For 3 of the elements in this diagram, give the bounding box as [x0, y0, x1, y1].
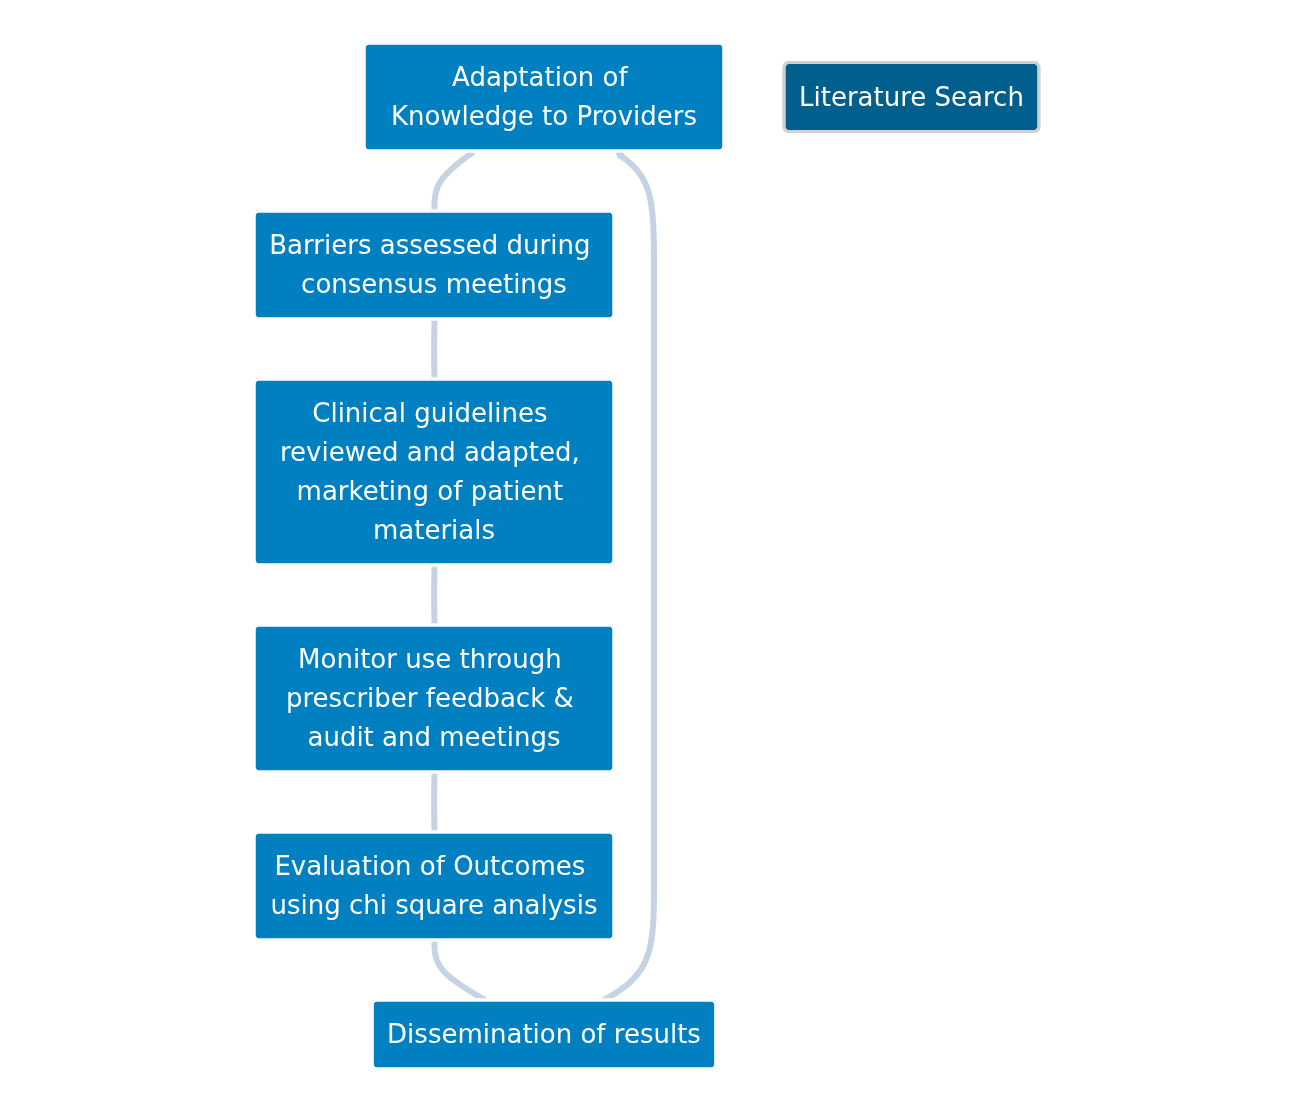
connector [431, 318, 438, 380]
connector [431, 771, 438, 833]
connector [431, 564, 438, 626]
